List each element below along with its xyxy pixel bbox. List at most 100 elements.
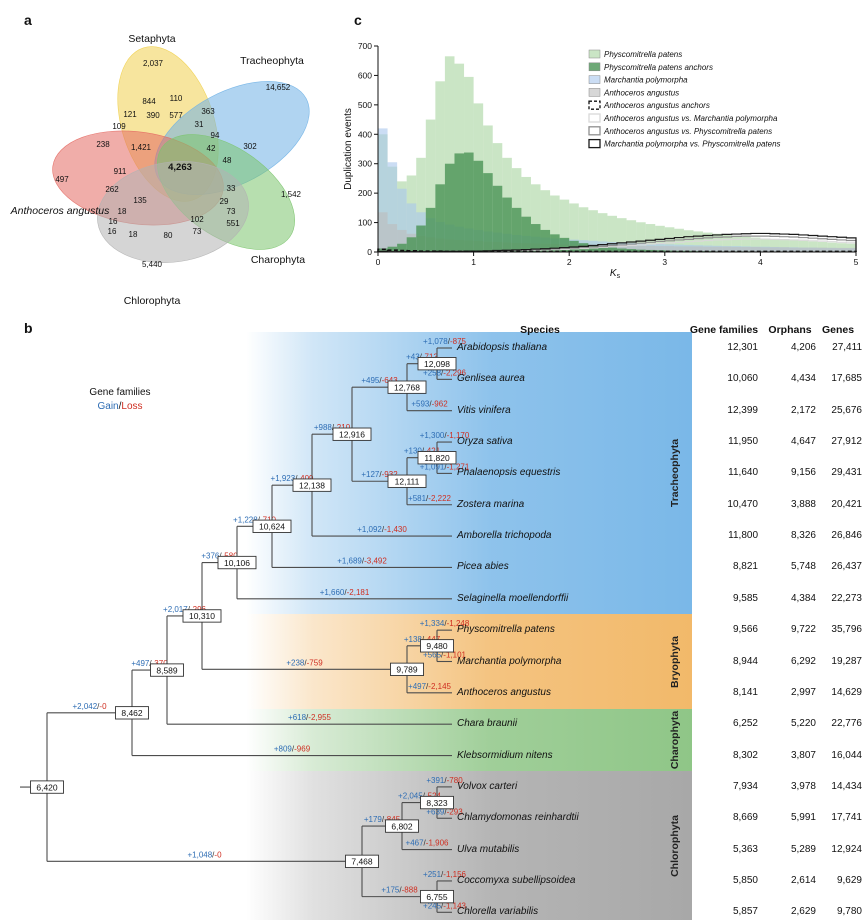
x-tick-label: 3 (662, 257, 667, 267)
gene-families-value: 5,857 (732, 906, 758, 918)
gene-families-value: 5,850 (732, 874, 758, 886)
species-name: Anthoceros angustus (457, 686, 551, 698)
venn-count: 497 (55, 175, 69, 184)
x-axis-title: Ks (610, 268, 621, 280)
histogram-series-1 (378, 152, 856, 252)
genes-value: 27,912 (831, 436, 862, 448)
clade-band-chlorophyta (246, 771, 692, 920)
venn-count: 844 (142, 97, 156, 106)
legend-swatch (588, 49, 601, 59)
orphans-value: 2,997 (790, 686, 816, 698)
genes-value: 14,629 (831, 686, 862, 698)
gain-loss-label: +2,042/-0 (72, 702, 107, 711)
venn-count: 911 (114, 167, 127, 176)
venn-count: 302 (243, 142, 257, 151)
tree-legend-gene-families: Gene families (89, 387, 151, 398)
species-name: Coccomyxa subellipsoidea (457, 874, 576, 886)
species-name: Arabidopsis thaliana (457, 342, 548, 353)
orphans-value: 4,206 (790, 342, 816, 353)
legend-swatch (588, 126, 601, 136)
species-name: Genlisea aurea (457, 373, 525, 385)
genes-value: 20,421 (831, 498, 862, 510)
genes-value: 26,846 (831, 530, 862, 542)
orphans-value: 2,172 (790, 404, 816, 416)
species-name: Klebsormidium nitens (457, 749, 553, 761)
venn-count: 2,037 (143, 59, 164, 68)
node-box-value: 8,462 (121, 708, 143, 718)
x-tick-label: 2 (567, 257, 572, 267)
x-tick-label: 0 (376, 257, 381, 267)
orphans-value: 3,888 (790, 498, 816, 510)
legend-swatch (588, 100, 601, 110)
loss-label: Loss (121, 401, 143, 412)
clade-band-bryophyta (246, 614, 692, 709)
species-name: Chara braunii (457, 718, 518, 730)
species-name: Ulva mutabilis (457, 843, 520, 855)
x-tick-label: 4 (758, 257, 763, 267)
clade-label-charophyta: Charophyta (669, 710, 681, 770)
tree-legend-gain-loss: Gain/Loss (76, 400, 164, 414)
gain-loss-label: +1,048/-0 (187, 850, 222, 859)
node-box (115, 706, 149, 720)
species-name: Phalaenopsis equestris (457, 467, 561, 479)
orphans-value: 4,384 (790, 592, 816, 604)
y-tick-label: 0 (367, 247, 372, 257)
legend-label: Physcomitrella patens (604, 50, 682, 59)
gene-families-value: 8,821 (732, 561, 758, 573)
y-tick-label: 500 (358, 100, 372, 110)
node-box (150, 663, 184, 677)
orphans-value: 5,748 (790, 561, 816, 573)
venn-count: 1,542 (281, 190, 302, 199)
gene-families-value: 7,934 (732, 780, 758, 792)
species-name: Physcomitrella patens (457, 624, 555, 636)
legend-label: Physcomitrella patens anchors (604, 63, 713, 72)
venn-count: 390 (146, 111, 160, 120)
genes-value: 16,044 (831, 749, 862, 761)
gene-families-value: 10,060 (727, 373, 758, 385)
gain-label: Gain (97, 401, 119, 412)
genes-value: 9,780 (836, 906, 862, 918)
species-name: Amborella trichopoda (457, 530, 552, 542)
venn-count: 18 (118, 207, 127, 216)
venn-count: 80 (164, 231, 173, 240)
genes-value: 26,437 (831, 561, 862, 573)
orphans-value: 3,807 (790, 749, 816, 761)
x-tick-label: 5 (854, 257, 859, 267)
y-tick-label: 200 (358, 188, 372, 198)
genes-value: 25,676 (831, 404, 862, 416)
histogram-series-4-outline (377, 248, 857, 253)
node-box (30, 780, 64, 794)
gain-loss-label: +376/-580 (201, 552, 238, 561)
legend-label: Anthoceros angustus vs. Physcomitrella p… (603, 127, 772, 136)
x-tick-label: 1 (471, 257, 476, 267)
gene-families-value: 9,566 (732, 624, 758, 636)
panel-a-label: a (24, 12, 32, 28)
orphans-value: 5,289 (790, 843, 816, 855)
legend-swatch (588, 75, 601, 84)
panel-c-label: c (354, 12, 362, 28)
gene-families-value: 8,944 (732, 655, 758, 667)
venn-count: 577 (169, 111, 183, 120)
genes-value: 9,629 (836, 874, 862, 886)
orphans-value: 4,434 (790, 373, 816, 385)
legend-swatch (588, 138, 601, 149)
venn-set-label: Anthoceros angustus (10, 205, 110, 217)
orphans-value: 6,292 (790, 655, 816, 667)
orphans-value: 8,326 (790, 530, 816, 542)
venn-count: 135 (133, 196, 147, 205)
venn-set-chlorophyta (97, 161, 249, 263)
col-header-gene-families: Gene families (689, 324, 759, 336)
col-header-species: Species (520, 324, 560, 336)
orphans-value: 9,722 (790, 624, 816, 636)
gain-loss-label: +2,017/-296 (163, 605, 207, 614)
venn-set-label: Charophyta (251, 254, 305, 266)
col-header-genes: Genes (821, 324, 855, 336)
orphans-value: 3,978 (790, 780, 816, 792)
venn-count: 18 (129, 230, 138, 239)
venn-count: 33 (227, 184, 236, 193)
species-name: Oryza sativa (457, 436, 513, 448)
node-box-value: 6,420 (36, 782, 58, 792)
histogram-series-7-outline (377, 232, 857, 253)
